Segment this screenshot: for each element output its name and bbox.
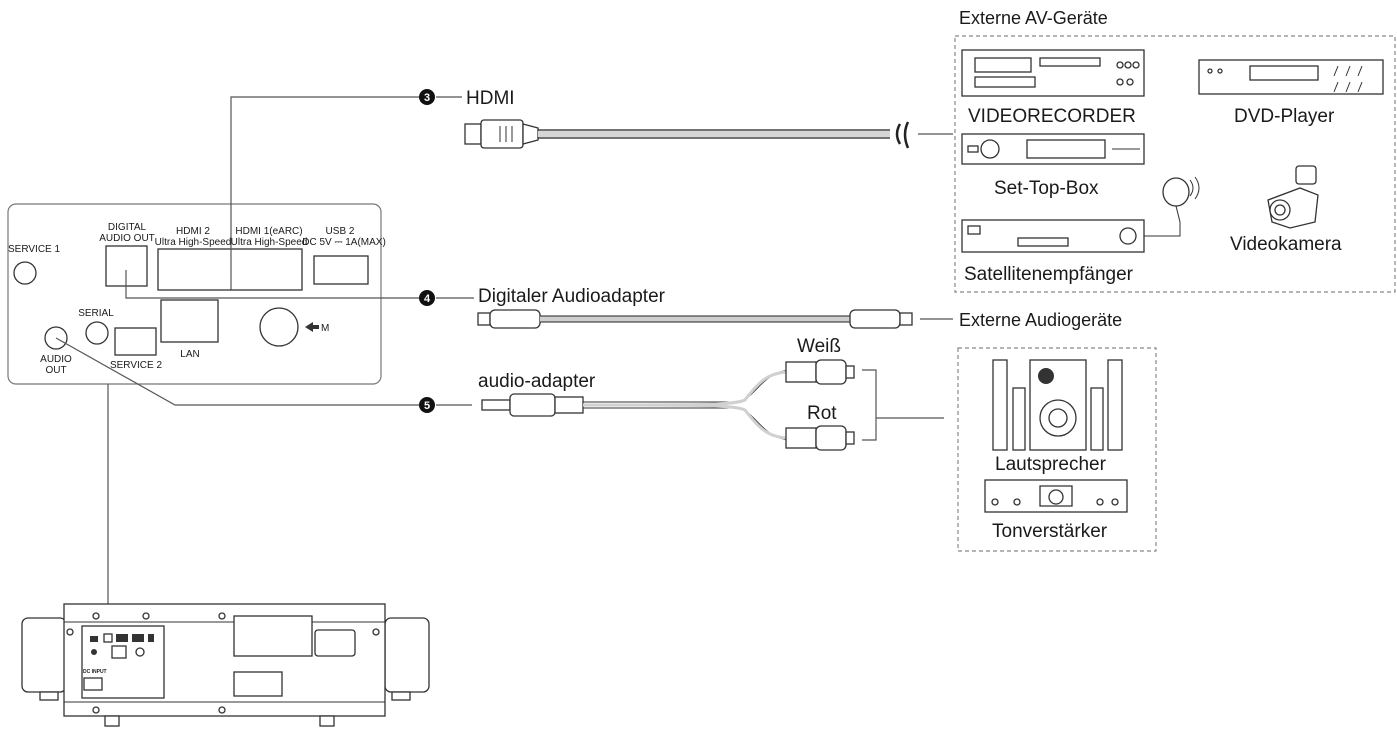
speaker-label: Lautsprecher — [995, 454, 1107, 475]
audio-devices-box — [957, 347, 1157, 552]
stb-device — [961, 133, 1145, 165]
service2-label: SERVICE 2 — [110, 360, 162, 371]
lan-port — [160, 299, 219, 343]
hdmi1-label-2: Ultra High-Speed — [231, 237, 308, 248]
optical-cable — [477, 309, 953, 329]
audio-out-label-1: AUDIO — [40, 354, 72, 365]
badge-3-number: 3 — [424, 92, 430, 104]
badge-4: 4 — [419, 290, 435, 306]
dvd-label: DVD-Player — [1234, 106, 1335, 127]
badge-5: 5 — [419, 397, 435, 413]
m-port — [259, 307, 299, 347]
sat-label: Satellitenempfänger — [964, 264, 1134, 285]
badge-3: 3 — [419, 89, 435, 105]
usb2-label-1: USB 2 — [326, 226, 355, 237]
connector-panel: SERVICE 1 DIGITAL AUDIO OUT HDMI 2 Ultra… — [7, 203, 386, 385]
red-label: Rot — [807, 403, 837, 424]
digital-audio-out-label-1: DIGITAL — [108, 222, 147, 233]
audio-out-label-2: OUT — [45, 365, 66, 376]
digital-adapter-label: Digitaler Audioadapter — [478, 286, 666, 307]
service1-port — [13, 261, 37, 285]
stb-label: Set-Top-Box — [994, 178, 1099, 199]
audio-adapter-label: audio-adapter — [478, 371, 596, 392]
m-label: M — [321, 323, 329, 334]
av-devices-box — [954, 35, 1396, 293]
av-devices-title: Externe AV-Geräte — [959, 8, 1108, 28]
usb2-port — [313, 255, 369, 285]
service1-label: SERVICE 1 — [8, 244, 60, 255]
cam-label: Videokamera — [1230, 234, 1342, 255]
badge-5-number: 5 — [424, 400, 430, 412]
hdmi-cable — [464, 119, 953, 149]
hdmi-port-block — [157, 248, 303, 291]
arrow-left-icon — [305, 322, 319, 332]
amplifier-device — [984, 479, 1128, 513]
audio-devices-title: Externe Audiogeräte — [959, 310, 1122, 330]
amp-label: Tonverstärker — [992, 521, 1108, 542]
speaker-device — [992, 359, 1123, 451]
badge-4-number: 4 — [424, 293, 431, 305]
rca-y-cable: Weiß Rot — [481, 336, 944, 451]
dvd-device — [1198, 59, 1384, 95]
hdmi-label: HDMI — [466, 88, 515, 109]
projector-back-unit: DC INPUT — [21, 603, 430, 727]
vcr-label: VIDEORECORDER — [968, 106, 1136, 127]
usb2-label-2: DC 5V ⎓ 1A(MAX) — [302, 237, 386, 248]
hdmi2-label-2: Ultra High-Speed — [155, 237, 232, 248]
vcr-device — [961, 49, 1145, 97]
lan-label: LAN — [180, 349, 199, 360]
serial-label: SERIAL — [78, 308, 114, 319]
serial-port — [85, 321, 109, 345]
satellite-receiver-device — [961, 176, 1200, 253]
service2-port — [114, 327, 157, 356]
hdmi2-label-1: HDMI 2 — [176, 226, 210, 237]
connection-lines — [55, 96, 420, 620]
videocamera-device — [1267, 165, 1319, 229]
hdmi1-label-1: HDMI 1(eARC) — [235, 226, 302, 237]
white-label: Weiß — [797, 336, 841, 357]
digital-audio-out-label-2: AUDIO OUT — [99, 233, 155, 244]
dc-input-label: DC INPUT — [83, 669, 107, 675]
